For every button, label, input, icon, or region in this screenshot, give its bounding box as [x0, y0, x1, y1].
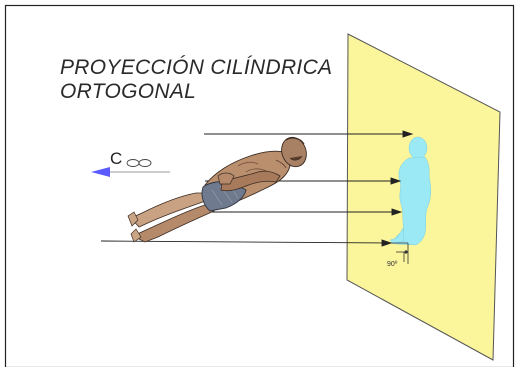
- silhouette-projection: [389, 136, 431, 246]
- angle-label: 90º: [387, 261, 398, 268]
- frame-border: [4, 4, 515, 367]
- projection-rays: [100, 130, 414, 247]
- human-figure: [127, 136, 307, 243]
- diagram-title-line1: PROYECCIÓN CILÍNDRICA: [60, 56, 333, 79]
- diagram-title-line2: ORTOGONAL: [60, 80, 197, 103]
- infinity-icon: [126, 159, 152, 167]
- direction-label: C: [110, 149, 123, 168]
- right-angle-mark: [390, 242, 409, 264]
- direction-arrow-icon: [91, 167, 170, 177]
